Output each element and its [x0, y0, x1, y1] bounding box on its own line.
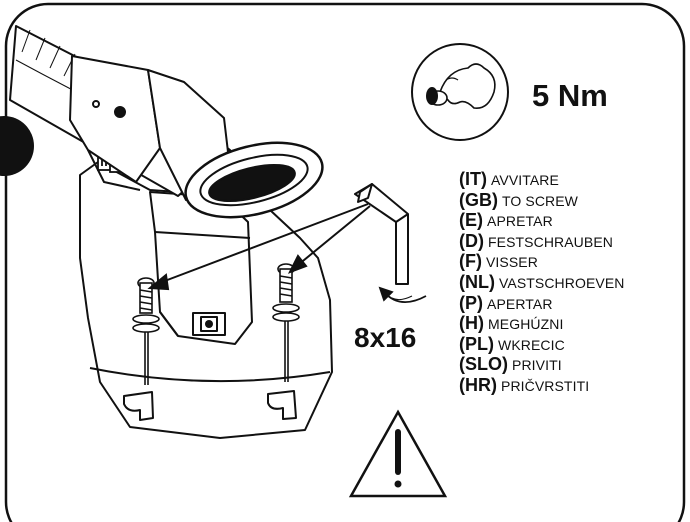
- instruction-text: VISSER: [485, 254, 538, 271]
- instruction-text: VASTSCHROEVEN: [498, 274, 625, 291]
- language-code: (HR): [459, 374, 497, 395]
- roof-bar: [9, 25, 324, 219]
- tighten-arrows: [147, 203, 371, 291]
- language-code: (PL): [459, 333, 494, 354]
- torque-value: 5 Nm: [532, 78, 608, 113]
- instruction-d: (D)FESTSCHRAUBEN: [459, 231, 625, 252]
- instruction-h: (H)MEGHÚZNI: [459, 313, 625, 334]
- language-code: (SLO): [459, 354, 508, 375]
- instruction-e: (E)APRETAR: [459, 210, 625, 231]
- instruction-text: APERTAR: [487, 295, 553, 312]
- instruction-text: WKRECIC: [498, 336, 565, 353]
- instruction-f: (F)VISSER: [459, 251, 625, 272]
- instruction-it: (IT)AVVITARE: [459, 169, 625, 190]
- instruction-text: PRIČVRSTITI: [501, 377, 590, 394]
- instruction-text: APRETAR: [487, 213, 553, 230]
- warning-icon: [348, 409, 448, 498]
- instruction-nl: (NL)VASTSCHROEVEN: [459, 272, 625, 293]
- language-code: (P): [459, 292, 483, 313]
- language-code: (NL): [459, 271, 495, 292]
- language-code: (D): [459, 230, 484, 251]
- page-frame: [4, 2, 686, 522]
- language-code: (IT): [459, 169, 487, 189]
- bolt-left: [132, 277, 160, 385]
- instruction-text: MEGHÚZNI: [488, 316, 564, 333]
- instruction-text: FESTSCHRAUBEN: [488, 233, 613, 250]
- instruction-slo: (SLO)PRIVITI: [459, 354, 625, 375]
- language-code: (F): [459, 251, 482, 272]
- language-code: (GB): [459, 189, 498, 210]
- allen-key-icon: [354, 183, 409, 285]
- instruction-pl: (PL)WKRECIC: [459, 334, 625, 355]
- instruction-text: TO SCREW: [502, 192, 578, 209]
- instruction-hr: (HR)PRIČVRSTITI: [459, 375, 625, 396]
- torque-arm-icon: [411, 43, 509, 141]
- instruction-p: (P)APERTAR: [459, 293, 625, 314]
- instruction-gb: (GB)TO SCREW: [459, 190, 625, 211]
- language-code: (E): [459, 210, 483, 231]
- rotation-arrow-icon: [378, 286, 427, 303]
- bolt-size: 8x16: [354, 322, 417, 353]
- page-marker: [0, 116, 34, 176]
- instruction-list: (IT)AVVITARE (GB)TO SCREW (E)APRETAR (D)…: [459, 169, 625, 396]
- instruction-text: AVVITARE: [490, 172, 559, 188]
- instruction-text: PRIVITI: [512, 357, 562, 374]
- language-code: (H): [459, 313, 484, 334]
